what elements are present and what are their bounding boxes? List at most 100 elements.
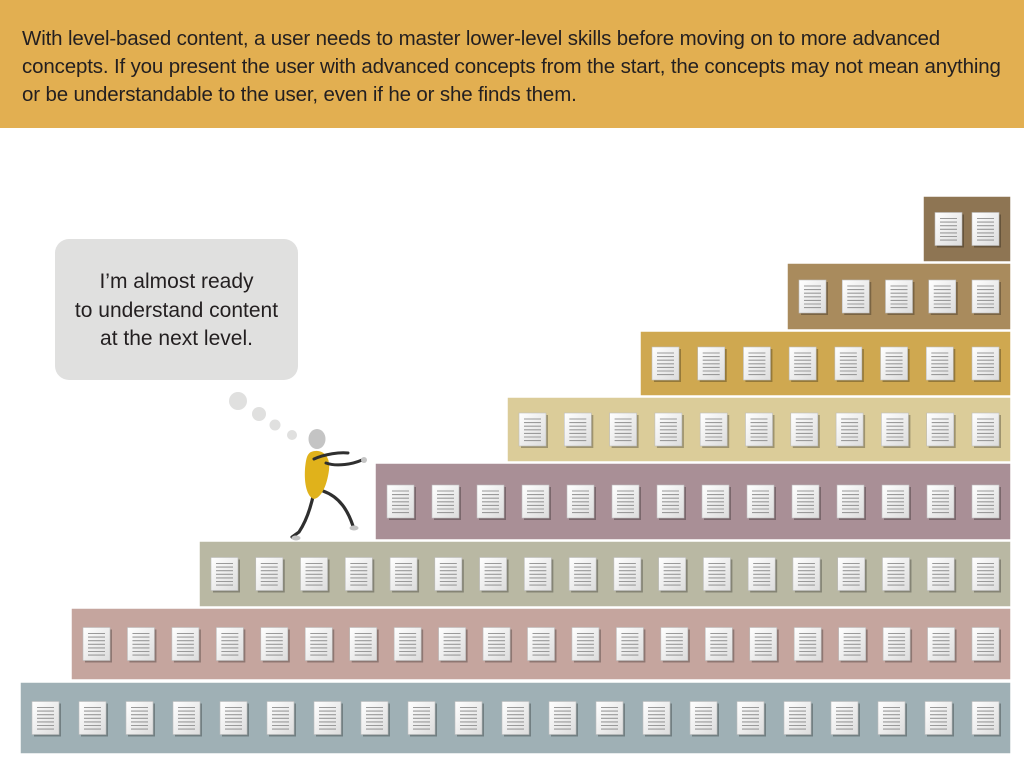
document-icon <box>841 279 872 315</box>
document-icon <box>127 627 157 663</box>
document-icon <box>749 627 779 663</box>
figure-back-leg <box>290 490 316 539</box>
level-block <box>198 540 1012 608</box>
thought-dot <box>252 407 266 421</box>
document-icon <box>701 484 731 520</box>
document-icon <box>798 279 828 315</box>
document-icon <box>616 627 646 663</box>
document-icon <box>260 627 290 663</box>
figure-front-leg <box>321 489 355 528</box>
document-icon <box>793 627 824 663</box>
document-icon <box>407 701 437 737</box>
document-icon <box>783 701 813 737</box>
document-icon <box>971 484 1001 520</box>
walking-user-figure <box>290 429 367 541</box>
thought-bubble: I’m almost ready to understand content a… <box>55 239 298 380</box>
document-icon <box>877 701 907 737</box>
level-step <box>922 195 1012 263</box>
document-icon <box>689 701 719 737</box>
document-icon <box>971 346 1001 382</box>
document-icon <box>745 412 775 448</box>
figure-body <box>304 450 330 499</box>
document-icon <box>926 484 956 520</box>
document-icon <box>216 627 246 663</box>
level-step <box>506 396 1012 463</box>
document-icon <box>971 212 1001 248</box>
document-icon <box>172 701 202 737</box>
document-icon <box>125 701 155 737</box>
document-icon <box>885 279 915 315</box>
document-icon <box>571 627 601 663</box>
document-icon <box>790 412 820 448</box>
document-icon <box>924 701 954 737</box>
document-icon <box>654 412 684 448</box>
document-icon <box>518 412 548 448</box>
level-block <box>639 330 1012 397</box>
document-icon <box>434 557 464 593</box>
document-icon <box>171 627 201 663</box>
document-icon <box>527 627 557 663</box>
level-step <box>198 540 1012 608</box>
document-icon <box>747 557 778 593</box>
document-icon <box>521 484 551 520</box>
document-icon <box>642 701 672 737</box>
document-icon <box>660 627 690 663</box>
document-icon <box>609 412 639 448</box>
document-icon <box>613 557 643 593</box>
document-icon <box>313 701 343 737</box>
document-icon <box>210 557 240 593</box>
document-icon <box>746 484 776 520</box>
document-icon <box>971 412 1001 448</box>
document-icon <box>255 557 285 593</box>
document-icon <box>788 346 819 382</box>
document-icon <box>568 557 599 593</box>
document-icon <box>743 346 773 382</box>
document-icon <box>501 701 531 737</box>
level-step <box>639 330 1012 397</box>
document-icon <box>881 484 911 520</box>
document-icon <box>971 557 1001 593</box>
document-icon <box>792 557 822 593</box>
document-icon <box>563 412 594 448</box>
document-icon <box>31 701 61 737</box>
document-icon <box>566 484 596 520</box>
document-icon <box>454 701 484 737</box>
thought-dot <box>287 430 297 440</box>
level-step <box>374 462 1012 541</box>
document-icon <box>925 346 956 382</box>
document-icon <box>926 557 957 593</box>
figure-hand <box>361 457 367 463</box>
document-icon <box>611 484 641 520</box>
document-icon <box>830 701 860 737</box>
document-icon <box>476 484 506 520</box>
document-icon <box>928 279 958 315</box>
thought-dot <box>229 392 247 410</box>
document-icon <box>393 627 424 663</box>
document-icon <box>548 701 578 737</box>
document-icon <box>524 557 554 593</box>
document-icon <box>926 412 956 448</box>
figure-back-foot <box>291 535 301 541</box>
level-step <box>70 607 1012 681</box>
figure-front-foot <box>349 525 359 531</box>
document-icon <box>791 484 821 520</box>
figure-arm <box>312 451 350 461</box>
level-step <box>786 262 1012 331</box>
document-icon <box>836 484 866 520</box>
level-step <box>19 681 1012 755</box>
document-icon <box>595 701 625 737</box>
document-icon <box>881 412 911 448</box>
document-icon <box>479 557 509 593</box>
document-icon <box>349 627 379 663</box>
intro-banner: With level-based content, a user needs t… <box>0 0 1024 128</box>
document-icon <box>360 701 390 737</box>
intro-text: With level-based content, a user needs t… <box>22 27 1001 106</box>
document-icon <box>837 557 867 593</box>
document-icon <box>386 484 416 520</box>
document-icon <box>880 346 910 382</box>
document-icon <box>78 701 108 737</box>
document-icon <box>736 701 766 737</box>
document-icon <box>704 627 735 663</box>
document-icon <box>389 557 420 593</box>
